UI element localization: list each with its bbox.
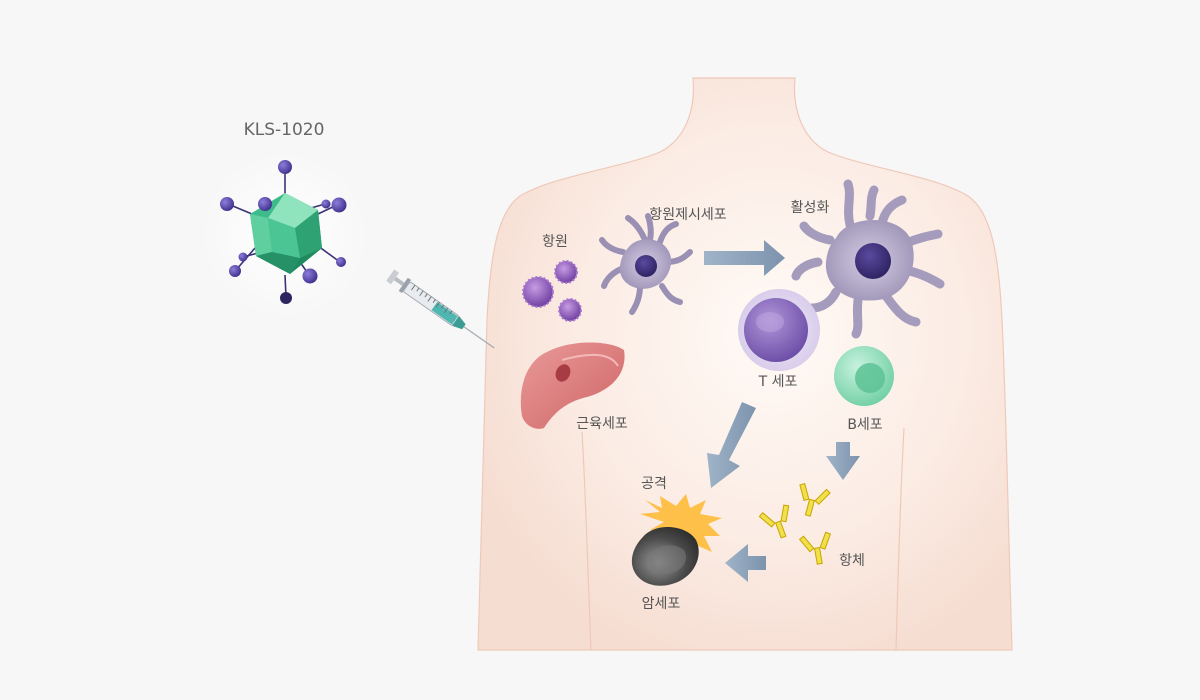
drug-name-label: KLS-1020 <box>243 120 325 140</box>
muscle-cell-icon <box>520 342 625 429</box>
virus-spike-balls <box>220 160 347 304</box>
cancer-cell-icon <box>631 526 699 586</box>
cancer-cell-label: 암세포 <box>641 596 681 612</box>
t-cell-label: T 세포 <box>758 374 798 390</box>
apc-label: 항원제시세포 <box>649 207 727 223</box>
left-arm-line <box>581 431 592 651</box>
attack-label: 공격 <box>641 476 667 492</box>
right-arm-line <box>895 427 905 651</box>
virus-capsid-icon <box>250 193 322 274</box>
arrow-apc-to-activated <box>704 240 785 276</box>
antibody-label: 항체 <box>839 553 865 569</box>
arrow-b-cell-to-antibody <box>826 442 860 480</box>
activation-label: 활성화 <box>790 200 830 216</box>
attack-burst-icon <box>640 494 722 554</box>
b-cell-label: B세포 <box>847 417 883 433</box>
activated-dendritic-cell-icon <box>791 179 945 339</box>
syringe-icon <box>386 269 495 349</box>
arrow-antibody-to-cancer <box>725 544 766 582</box>
antigen-presenting-cell-icon <box>599 213 693 315</box>
antibody-icons <box>758 483 832 565</box>
b-cell-icon <box>834 346 894 406</box>
antigen-particles <box>522 260 582 322</box>
muscle-cell-label: 근육세포 <box>576 416 628 432</box>
t-cell-icon <box>738 289 820 371</box>
arrow-t-cell-to-cancer <box>707 402 756 488</box>
antigen-label: 항원 <box>542 234 568 250</box>
